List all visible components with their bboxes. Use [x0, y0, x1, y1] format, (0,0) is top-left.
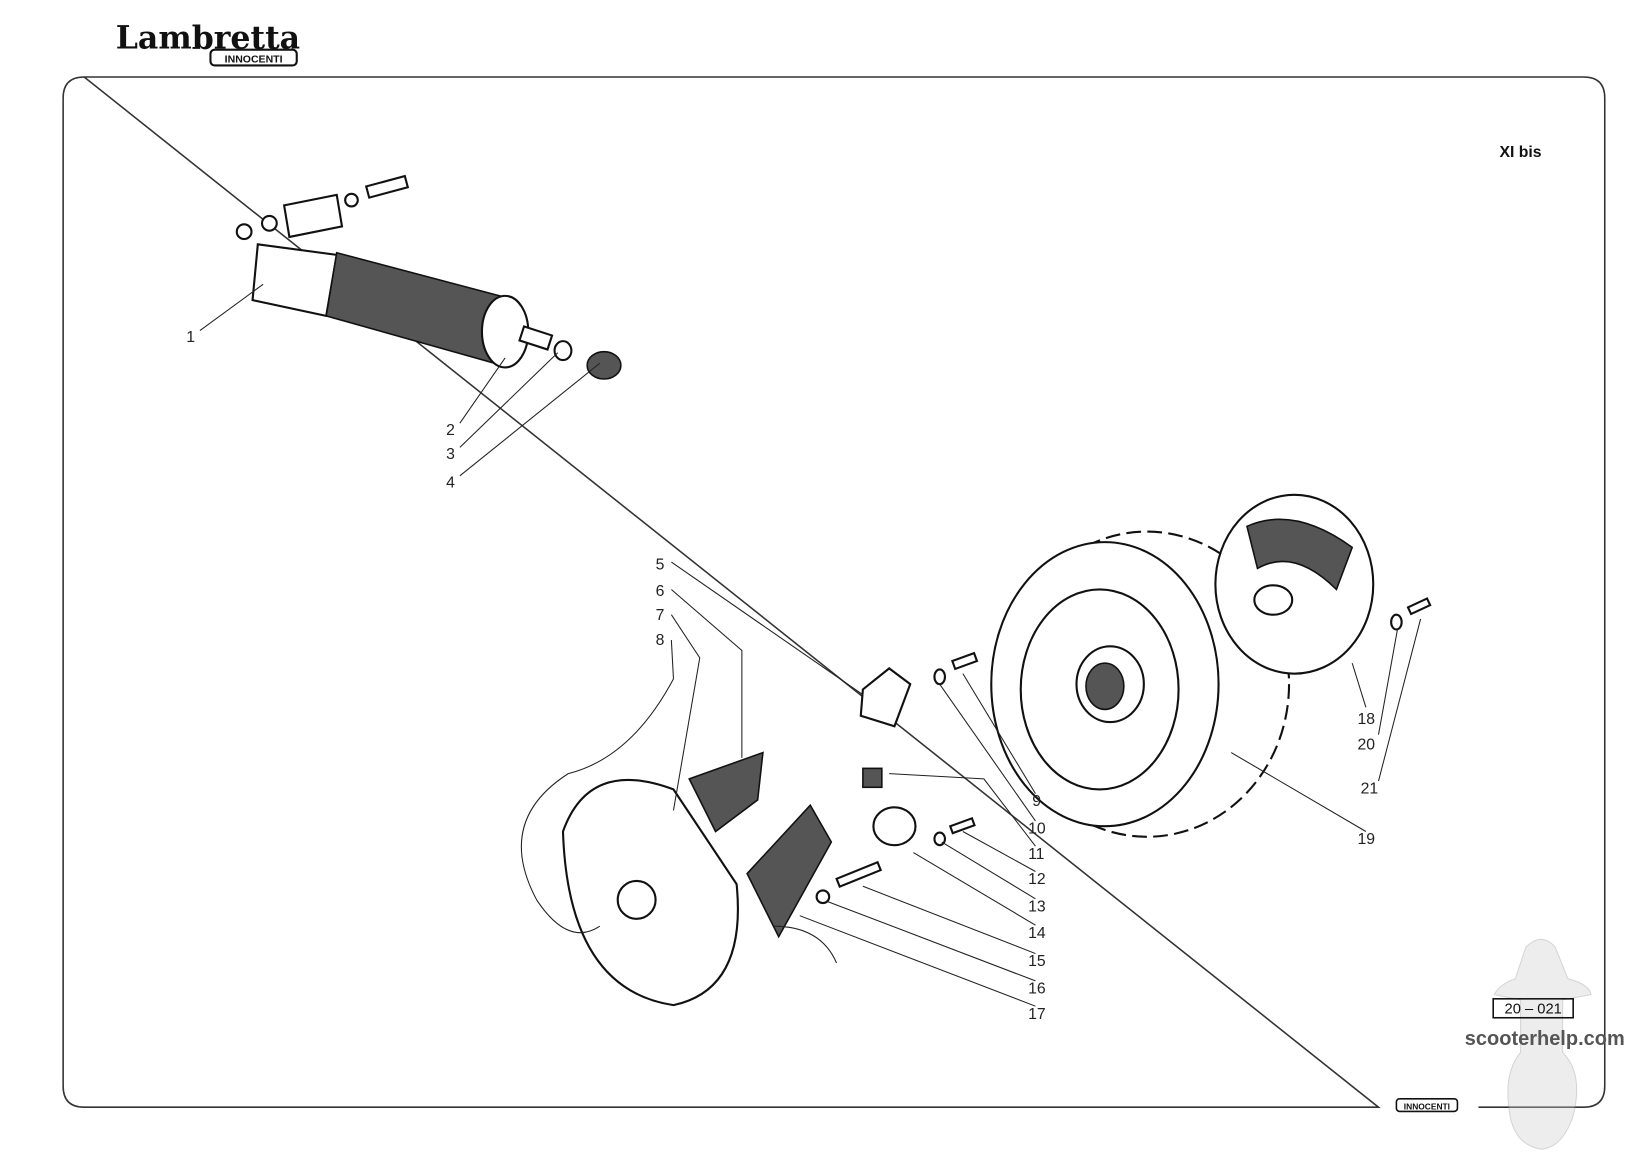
ignition-coil: [235, 174, 622, 380]
svg-text:20 – 021: 20 – 021: [1505, 1002, 1562, 1018]
callout-labels: 1 2 3 4 5 6 7 8 9 10 11 12 13 14 15 16 1…: [186, 329, 1378, 1023]
leader-lines: [199, 283, 1422, 1007]
callout-19: 19: [1357, 831, 1375, 848]
callout-8: 8: [656, 632, 665, 649]
callout-3: 3: [446, 446, 455, 463]
callout-16: 16: [1028, 981, 1046, 998]
callout-18: 18: [1357, 711, 1375, 728]
page-reference: 20 – 021: [1492, 998, 1574, 1019]
svg-text:INNOCENTI: INNOCENTI: [1404, 1101, 1450, 1111]
small-parts: [815, 651, 979, 905]
callout-5: 5: [656, 556, 665, 573]
scooter-watermark: [1493, 938, 1592, 1150]
callout-12: 12: [1028, 871, 1046, 888]
watermark-text: scooterhelp.com: [1465, 1028, 1625, 1050]
callout-10: 10: [1028, 821, 1046, 838]
callout-15: 15: [1028, 953, 1046, 970]
lambretta-logo: Lambretta INNOCENTI: [116, 20, 300, 67]
footer-badge: INNOCENTI: [1395, 1097, 1459, 1113]
callout-21: 21: [1361, 781, 1379, 798]
callout-14: 14: [1028, 925, 1046, 942]
callout-2: 2: [446, 422, 455, 439]
callout-6: 6: [656, 583, 665, 600]
callout-11: 11: [1028, 846, 1044, 863]
callout-4: 4: [446, 474, 455, 491]
stator-plate: [520, 678, 838, 1007]
callout-9: 9: [1032, 793, 1041, 810]
callout-7: 7: [656, 607, 665, 624]
callout-1: 1: [186, 329, 195, 346]
callout-20: 20: [1357, 736, 1375, 753]
plate-code: XI bis: [1500, 144, 1542, 161]
backplate-cover: [1214, 493, 1432, 675]
page-frame: [62, 76, 1606, 1108]
svg-text:INNOCENTI: INNOCENTI: [225, 53, 283, 65]
callout-13: 13: [1028, 898, 1046, 915]
callout-17: 17: [1028, 1006, 1046, 1023]
